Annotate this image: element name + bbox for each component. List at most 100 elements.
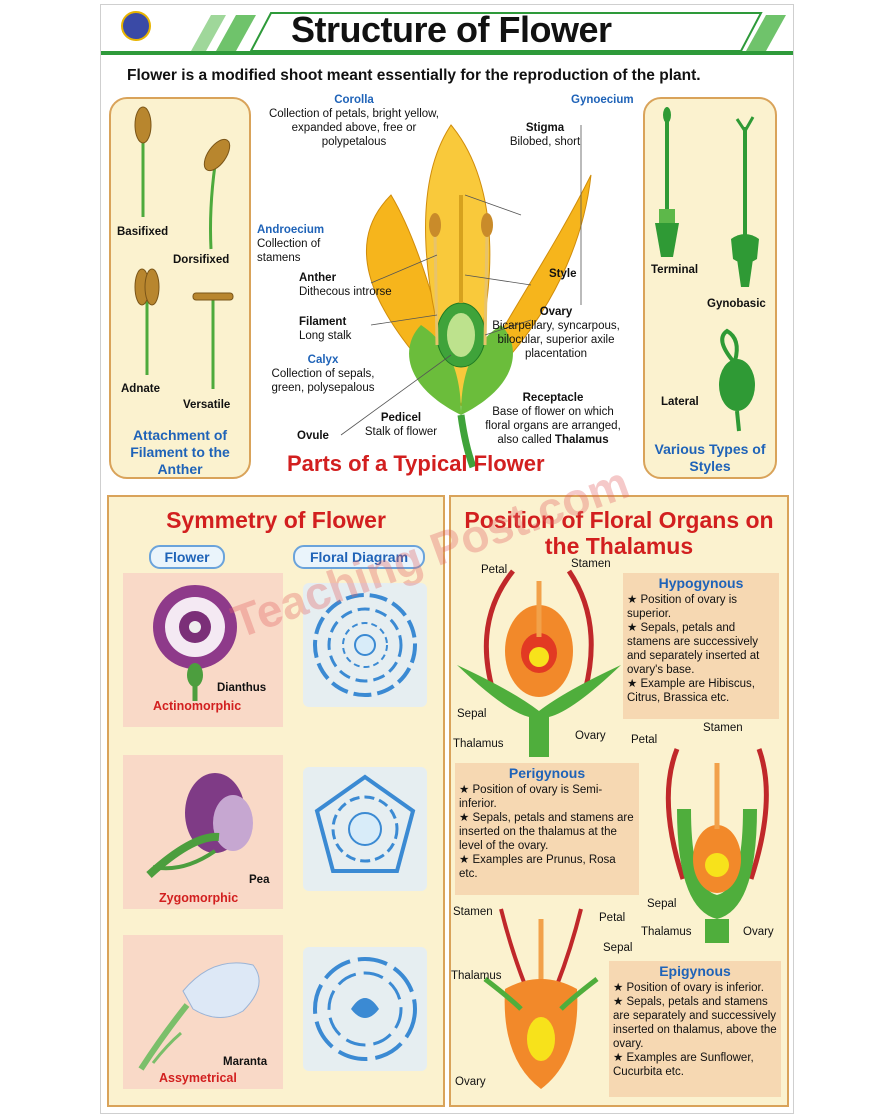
publisher-logo [121, 11, 151, 41]
zygomorphic-label: Zygomorphic [159, 891, 239, 905]
ovary-block: Ovary Bicarpellary, syncarpous, bilocula… [491, 305, 621, 361]
typical-flower-illustration [340, 124, 592, 469]
receptacle-block: Receptacle Base of flower on which flora… [483, 391, 623, 447]
anther-illustrations [134, 106, 234, 389]
hypogynous-name: Hypogynous [658, 575, 744, 591]
maranta-illustration [138, 962, 260, 1071]
terminal-label: Terminal [651, 264, 699, 276]
peri-ovary-label: Ovary [743, 926, 774, 938]
hypo-sepal-label: Sepal [457, 708, 487, 720]
maranta-box: Maranta Assymetrical [123, 935, 283, 1089]
adnate-label: Adnate [121, 383, 160, 395]
hypo-ovary-label: Ovary [575, 730, 606, 742]
floral-diagram-pill: Floral Diagram [293, 545, 425, 569]
androecium-name: Androecium [257, 224, 325, 236]
dianthus-illustration [153, 585, 237, 701]
attachment-caption: Attachment of Filament to the Anther [130, 427, 230, 477]
peri-point-2: Sepals, petals and stamens are inserted … [459, 812, 634, 852]
title-stripes [101, 12, 793, 55]
epi-point-1: Position of ovary is inferior. [626, 982, 764, 994]
calyx-block: Calyx Collection of sepals, green, polys… [261, 353, 385, 395]
attachment-panel: Basifixed Dorsifixed Adnate Versatile At… [109, 97, 251, 479]
floral-diagram-3 [313, 957, 417, 1061]
hypo-thalamus-label: Thalamus [453, 738, 504, 750]
pea-box: Pea Zygomorphic [123, 755, 283, 909]
lateral-label: Lateral [661, 396, 699, 408]
title-band: Structure of Flower [101, 5, 793, 57]
pedicel-block: Pedicel Stalk of flower [359, 411, 443, 439]
calyx-name: Calyx [307, 354, 339, 366]
dianthus-box: Dianthus Actinomorphic [123, 573, 283, 727]
dianthus-label: Dianthus [217, 682, 267, 694]
anther-desc: Dithecous introrse [299, 286, 392, 298]
peri-stamen-label: Stamen [703, 722, 743, 734]
filament-desc: Long stalk [299, 330, 352, 342]
hypogynous-illustration [457, 569, 621, 757]
filament-block: Filament Long stalk [299, 315, 379, 343]
corolla-block: Corolla Collection of petals, bright yel… [259, 93, 449, 149]
maranta-label: Maranta [223, 1056, 268, 1068]
flower-column-pill: Flower [149, 545, 225, 569]
tagline: Flower is a modified shoot meant essenti… [127, 67, 701, 84]
receptacle-thalamus: Thalamus [554, 434, 609, 446]
hypo-stamen-label: Stamen [571, 558, 611, 570]
stigma-desc: Bilobed, short [509, 136, 581, 148]
peri-petal-label: Petal [631, 734, 658, 746]
page-title: Structure of Flower [291, 9, 612, 50]
style-label: Style [549, 268, 577, 280]
epi-sepal-label: Sepal [603, 942, 633, 954]
ovule-label: Ovule [297, 430, 329, 442]
dorsifixed-label: Dorsifixed [173, 254, 230, 266]
calyx-desc: Collection of sepals, green, polysepalou… [271, 368, 375, 394]
pedicel-desc: Stalk of flower [364, 426, 438, 438]
perigynous-illustration [665, 748, 769, 943]
epi-ovary-label: Ovary [455, 1076, 486, 1088]
hypo-point-3: Example are Hibiscus, Citrus, Brassica e… [627, 678, 755, 704]
corolla-desc: Collection of petals, bright yellow, exp… [268, 108, 440, 148]
basifixed-label: Basifixed [117, 226, 169, 238]
epi-stamen-label: Stamen [453, 906, 493, 918]
assymetrical-diagram [303, 947, 427, 1071]
anther-name: Anther [299, 272, 337, 284]
position-title: Position of Floral Organs on the Thalamu… [464, 507, 774, 559]
pedicel-name: Pedicel [380, 412, 422, 424]
epi-thalamus-label: Thalamus [451, 970, 502, 982]
stigma-name: Stigma [525, 122, 565, 134]
hypo-point-2: Sepals, petals and stamens are successiv… [627, 622, 760, 676]
actinomorphic-label: Actinomorphic [153, 699, 242, 713]
hypo-point-1: Position of ovary is superior. [627, 594, 738, 620]
stigma-block: Stigma Bilobed, short [505, 121, 585, 149]
peri-point-1: Position of ovary is Semi-inferior. [459, 784, 603, 810]
floral-diagram-1 [313, 593, 417, 697]
epigynous-box: Epigynous ★ Position of ovary is inferio… [609, 961, 781, 1097]
actinomorphic-diagram [303, 583, 427, 707]
peri-sepal-label: Sepal [647, 898, 677, 910]
receptacle-name: Receptacle [522, 392, 584, 404]
style-illustrations [655, 107, 759, 432]
filament-name: Filament [299, 316, 347, 328]
ovary-name: Ovary [539, 306, 573, 318]
styles-caption: Various Types of Styles [654, 441, 766, 474]
symmetry-panel: Symmetry of Flower Flower Floral Diagram… [107, 495, 445, 1107]
perigynous-box: Perigynous ★ Position of ovary is Semi-i… [455, 763, 639, 895]
androecium-desc: Collection of stamens [257, 238, 321, 264]
corolla-name: Corolla [334, 94, 374, 106]
peri-thalamus-label: Thalamus [641, 926, 692, 938]
gynobasic-label: Gynobasic [707, 298, 766, 310]
assymetrical-label: Assymetrical [159, 1071, 237, 1085]
hypogynous-points: ★ Position of ovary is superior. ★ Sepal… [627, 594, 760, 704]
position-panel: Position of Floral Organs on the Thalamu… [449, 495, 789, 1107]
hypogynous-box: Hypogynous ★ Position of ovary is superi… [623, 573, 779, 719]
typical-flower-title: Parts of a Typical Flower [287, 451, 545, 476]
epigynous-points: ★ Position of ovary is inferior. ★ Sepal… [613, 982, 777, 1078]
floral-diagram-2 [314, 774, 416, 873]
epi-petal-label: Petal [599, 912, 626, 924]
peri-point-3: Examples are Prunus, Rosa etc. [459, 854, 616, 880]
zygomorphic-diagram [303, 767, 427, 891]
versatile-label: Versatile [183, 399, 231, 411]
perigynous-points: ★ Position of ovary is Semi-inferior. ★ … [459, 784, 634, 880]
receptacle-desc: Base of flower on which floral organs ar… [485, 406, 621, 446]
androecium-block: Androecium Collection of stamens [257, 223, 347, 265]
chart-poster: Structure of Flower Flower is a modified… [100, 4, 794, 1114]
perigynous-name: Perigynous [508, 765, 586, 781]
